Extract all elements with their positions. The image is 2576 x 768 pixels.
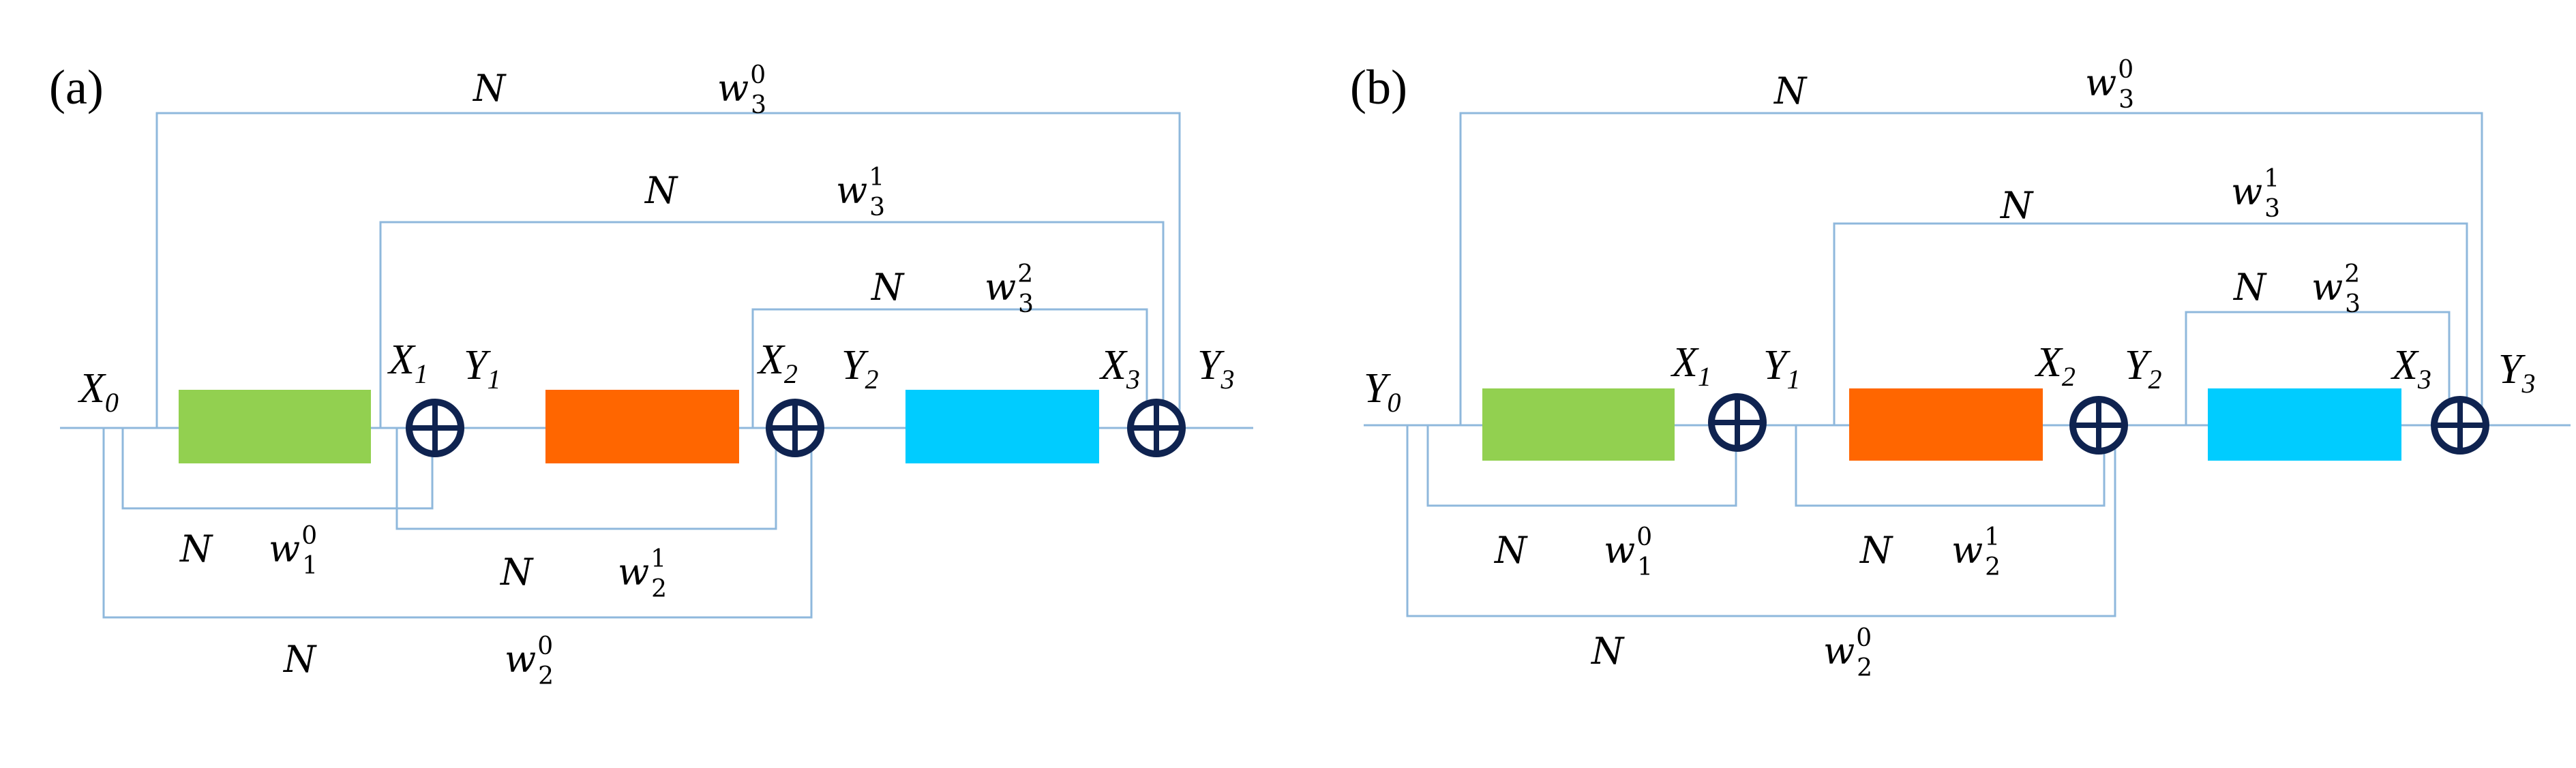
skip-connection-w3-2 [751,308,1148,428]
layer-block-cyan [905,390,1099,463]
node-label-y2: Y2 [841,342,878,395]
n-label-w3-0: N [472,67,507,110]
skip-connection-w3-0 [1459,112,2483,425]
n-label-w3-0: N [1773,70,1808,112]
skip-connection-w2-1 [395,428,777,530]
node-label-x2: X2 [756,337,798,389]
n-label-w2-0: N [1590,630,1625,673]
skip-connection-w3-1 [379,221,1165,428]
node-label-y3: Y3 [1197,342,1234,395]
layer-block-green [1482,388,1675,461]
n-label-w1-0: N [1493,529,1528,572]
circled-plus-icon [2069,396,2128,455]
panel-b-label: (b) [1350,60,1407,114]
n-label-w3-1: N [644,169,678,212]
skip-connection-w3-0 [155,112,1181,428]
circled-plus-icon [406,399,464,457]
node-label-x0: X0 [77,365,119,418]
layer-block-green [179,390,371,463]
node-label-y2: Y2 [2125,342,2161,395]
n-label-w3-2: N [870,266,905,309]
layer-block-orange [1849,388,2043,461]
circled-plus-icon [766,399,824,457]
skip-connection-w2-1 [1795,425,2106,507]
node-label-x1: X1 [387,337,428,389]
node-label-x3: X3 [2390,342,2431,395]
layer-block-cyan [2208,388,2401,461]
skip-connection-w3-1 [1833,222,2468,425]
n-label-w2-1: N [1859,529,1893,572]
node-label-y1: Y1 [464,342,500,395]
circled-plus-icon [1708,393,1767,452]
n-label-w3-2: N [2232,266,2267,309]
skip-connection-w1-0 [1426,425,1737,507]
n-label-w2-0: N [282,638,317,681]
layer-block-orange [545,390,739,463]
panel-b: (b) [1350,56,2571,682]
node-label-x2: X2 [2034,339,2076,392]
skip-connection-w2-0 [102,428,813,619]
skip-connection-w1-0 [121,428,434,510]
skip-connection-w2-0 [1406,425,2116,617]
panel-a: (a) [49,60,1253,690]
circled-plus-icon [2431,396,2489,455]
n-label-w3-1: N [1999,184,2034,227]
node-label-y3: Y3 [2498,346,2535,399]
n-label-w1-0: N [179,527,213,570]
skip-connection-w3-2 [2185,311,2451,425]
node-label-x1: X1 [1670,339,1711,392]
panel-a-label: (a) [49,60,104,114]
circled-plus-icon [1127,399,1186,457]
node-label-y1: Y1 [1763,342,1800,395]
node-label-x3: X3 [1098,342,1140,395]
node-label-y0: Y0 [1364,365,1401,418]
n-label-w2-1: N [499,551,534,594]
